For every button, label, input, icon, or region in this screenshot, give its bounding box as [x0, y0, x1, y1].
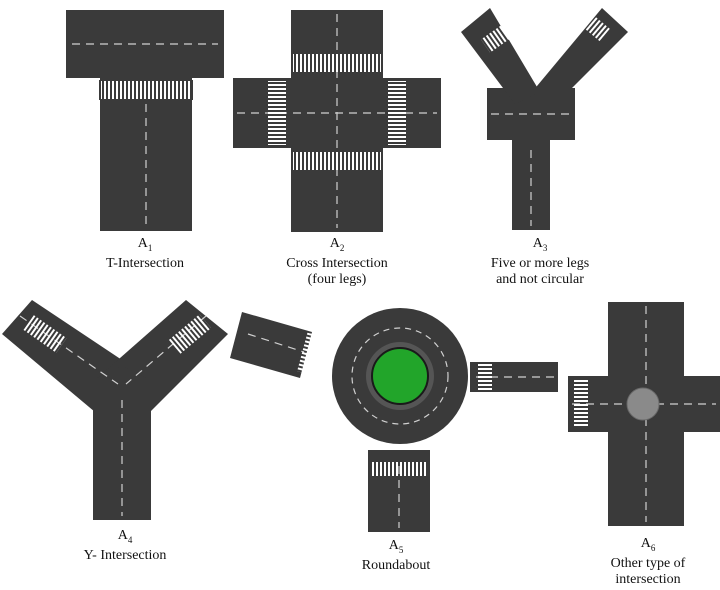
caption-code: A5 — [388, 538, 404, 555]
caption-a5: A5 Roundabout — [350, 538, 442, 574]
caption-code: A1 — [137, 236, 153, 253]
roundabout-island — [371, 347, 429, 405]
caption-text: Roundabout — [361, 557, 431, 573]
caption-text: intersection — [615, 571, 681, 587]
caption-text: Five or more legs — [490, 255, 590, 271]
caption-code: A4 — [117, 528, 133, 545]
caption-text: Other type of — [610, 555, 686, 571]
caption-a2: A2 Cross Intersection (four legs) — [270, 236, 404, 288]
caption-text: and not circular — [496, 271, 584, 287]
caption-a4: A4 Y- Intersection — [70, 528, 180, 564]
five-leg-intersection-diagram — [461, 8, 628, 230]
caption-a1: A1 T-Intersection — [95, 236, 195, 272]
other-intersection-diagram — [568, 302, 720, 526]
y-intersection-diagram — [2, 300, 228, 520]
t-intersection-diagram — [66, 10, 224, 231]
caption-code: A3 — [532, 236, 548, 253]
center-circle — [626, 387, 660, 421]
roundabout-diagram — [230, 308, 558, 532]
cross-intersection-diagram — [233, 10, 441, 232]
caption-a3: A3 Five or more legs and not circular — [477, 236, 603, 288]
caption-text: Y- Intersection — [83, 547, 167, 563]
caption-code: A2 — [329, 236, 345, 253]
caption-a6: A6 Other type of intersection — [596, 536, 700, 588]
caption-text: T-Intersection — [105, 255, 184, 271]
caption-code: A6 — [640, 536, 656, 553]
caption-text: Cross Intersection — [286, 255, 388, 271]
caption-text: (four legs) — [307, 271, 367, 287]
